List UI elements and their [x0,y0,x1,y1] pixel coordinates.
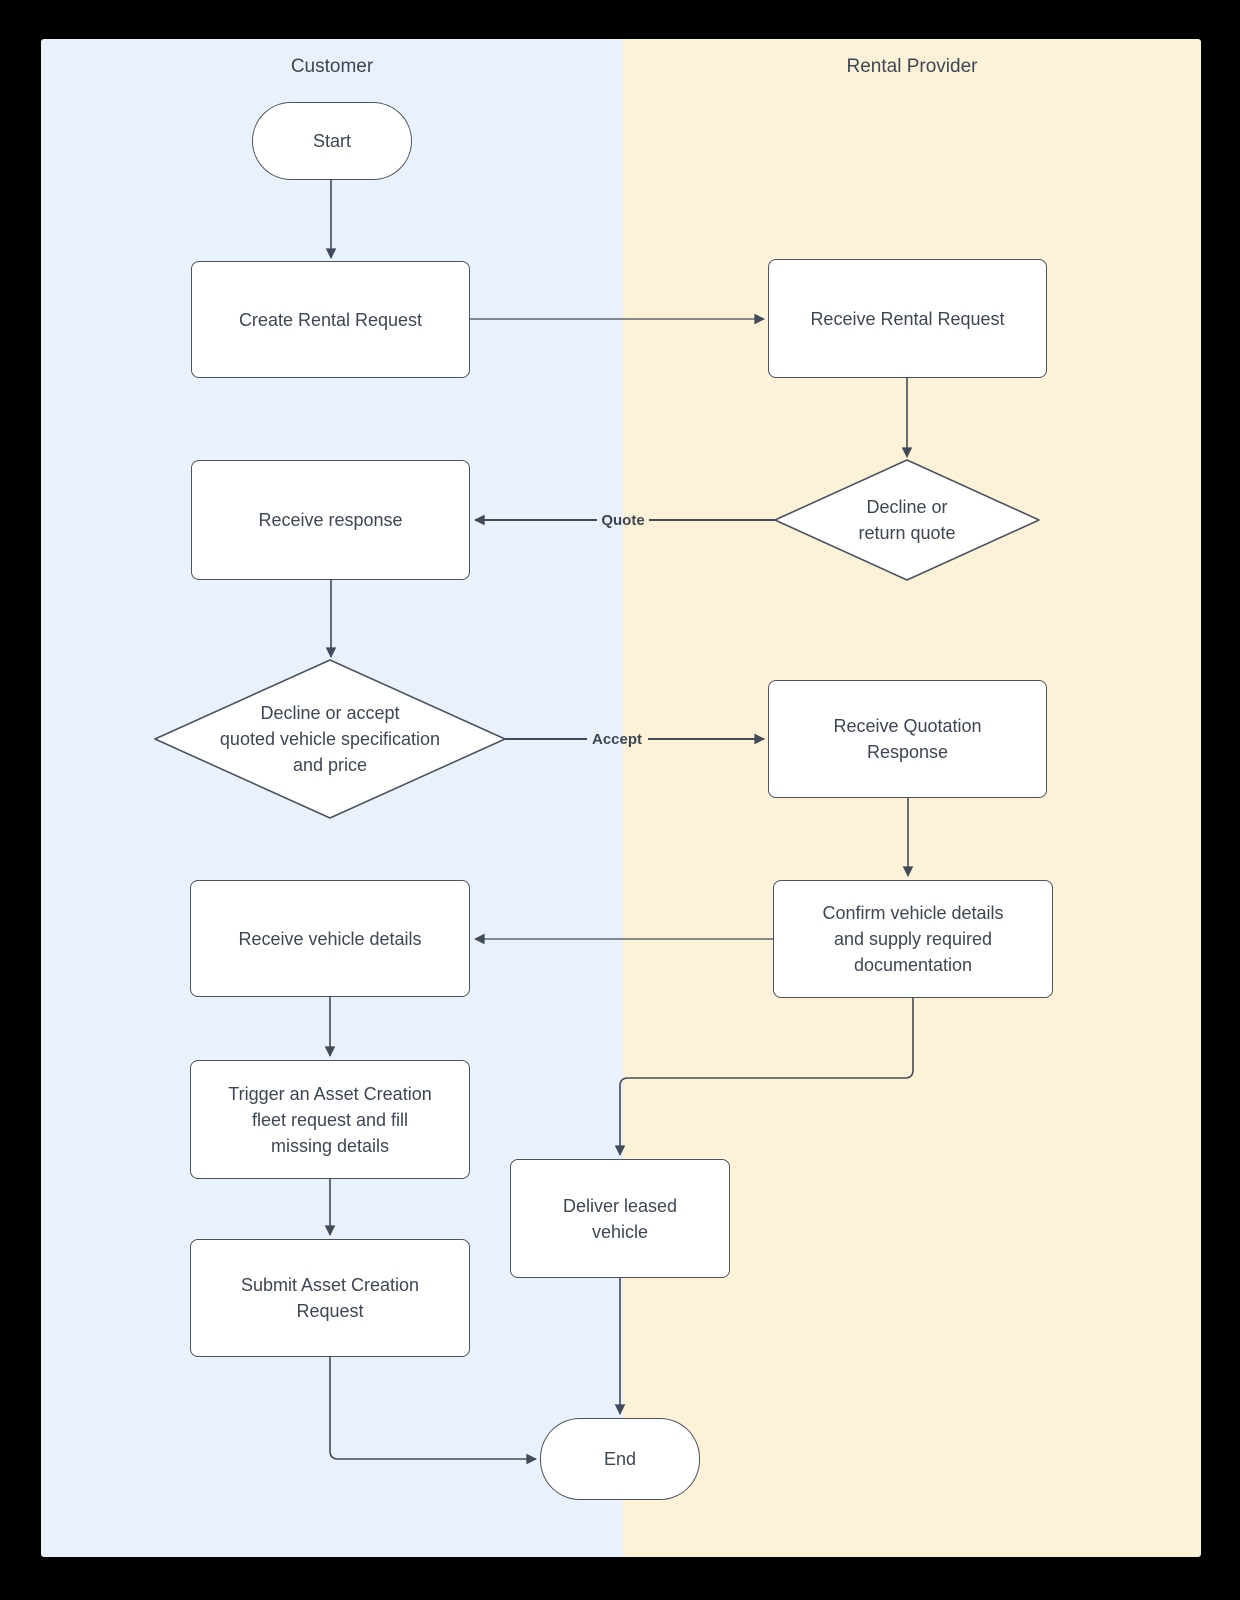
node-confirm-vehicle-details: Confirm vehicle details and supply requi… [773,880,1053,998]
node-deliver-leased-vehicle-label: Deliver leased vehicle [562,1195,678,1242]
node-submit-asset-creation: Submit Asset Creation Request [190,1239,470,1357]
node-receive-vehicle-details: Receive vehicle details [190,880,470,997]
edge-label-quote: Quote [601,512,644,529]
node-end: End [540,1418,700,1500]
node-confirm-vehicle-details-label: Confirm vehicle details and supply requi… [822,903,1004,975]
node-create-rental-request: Create Rental Request [191,261,470,378]
edge-label-accept: Accept [592,731,642,748]
swimlane-customer-title: Customer [290,56,374,77]
node-trigger-asset-creation-label: Trigger an Asset Creation fleet request … [228,1083,432,1156]
edge-submit-to-end [329,1357,538,1465]
node-receive-rental-request: Receive Rental Request [768,259,1047,378]
node-receive-response-label: Receive response [258,510,403,530]
node-end-label: End [603,1449,637,1469]
node-start: Start [252,102,412,180]
node-decision-decline-return-quote-shape [774,459,1040,581]
node-start-label: Start [312,131,351,151]
node-receive-quotation-response-label: Receive Quotation Response [833,716,982,762]
node-receive-quotation-response: Receive Quotation Response [768,680,1047,798]
node-receive-rental-request-label: Receive Rental Request [810,308,1005,329]
node-create-rental-request-label: Create Rental Request [238,309,423,330]
node-deliver-leased-vehicle: Deliver leased vehicle [510,1159,730,1278]
flowchart-canvas: Customer Rental Provider [41,39,1201,1557]
node-receive-response: Receive response [191,460,470,580]
node-submit-asset-creation-label: Submit Asset Creation Request [240,1275,420,1321]
swimlane-rental-provider-title: Rental Provider [846,56,978,77]
edge-confirm-to-deliver [614,998,914,1157]
node-trigger-asset-creation: Trigger an Asset Creation fleet request … [190,1060,470,1179]
node-receive-vehicle-details-label: Receive vehicle details [238,928,422,949]
node-decision-decline-accept-shape [154,659,506,819]
edges-layer: Quote Accept [154,180,1040,1465]
